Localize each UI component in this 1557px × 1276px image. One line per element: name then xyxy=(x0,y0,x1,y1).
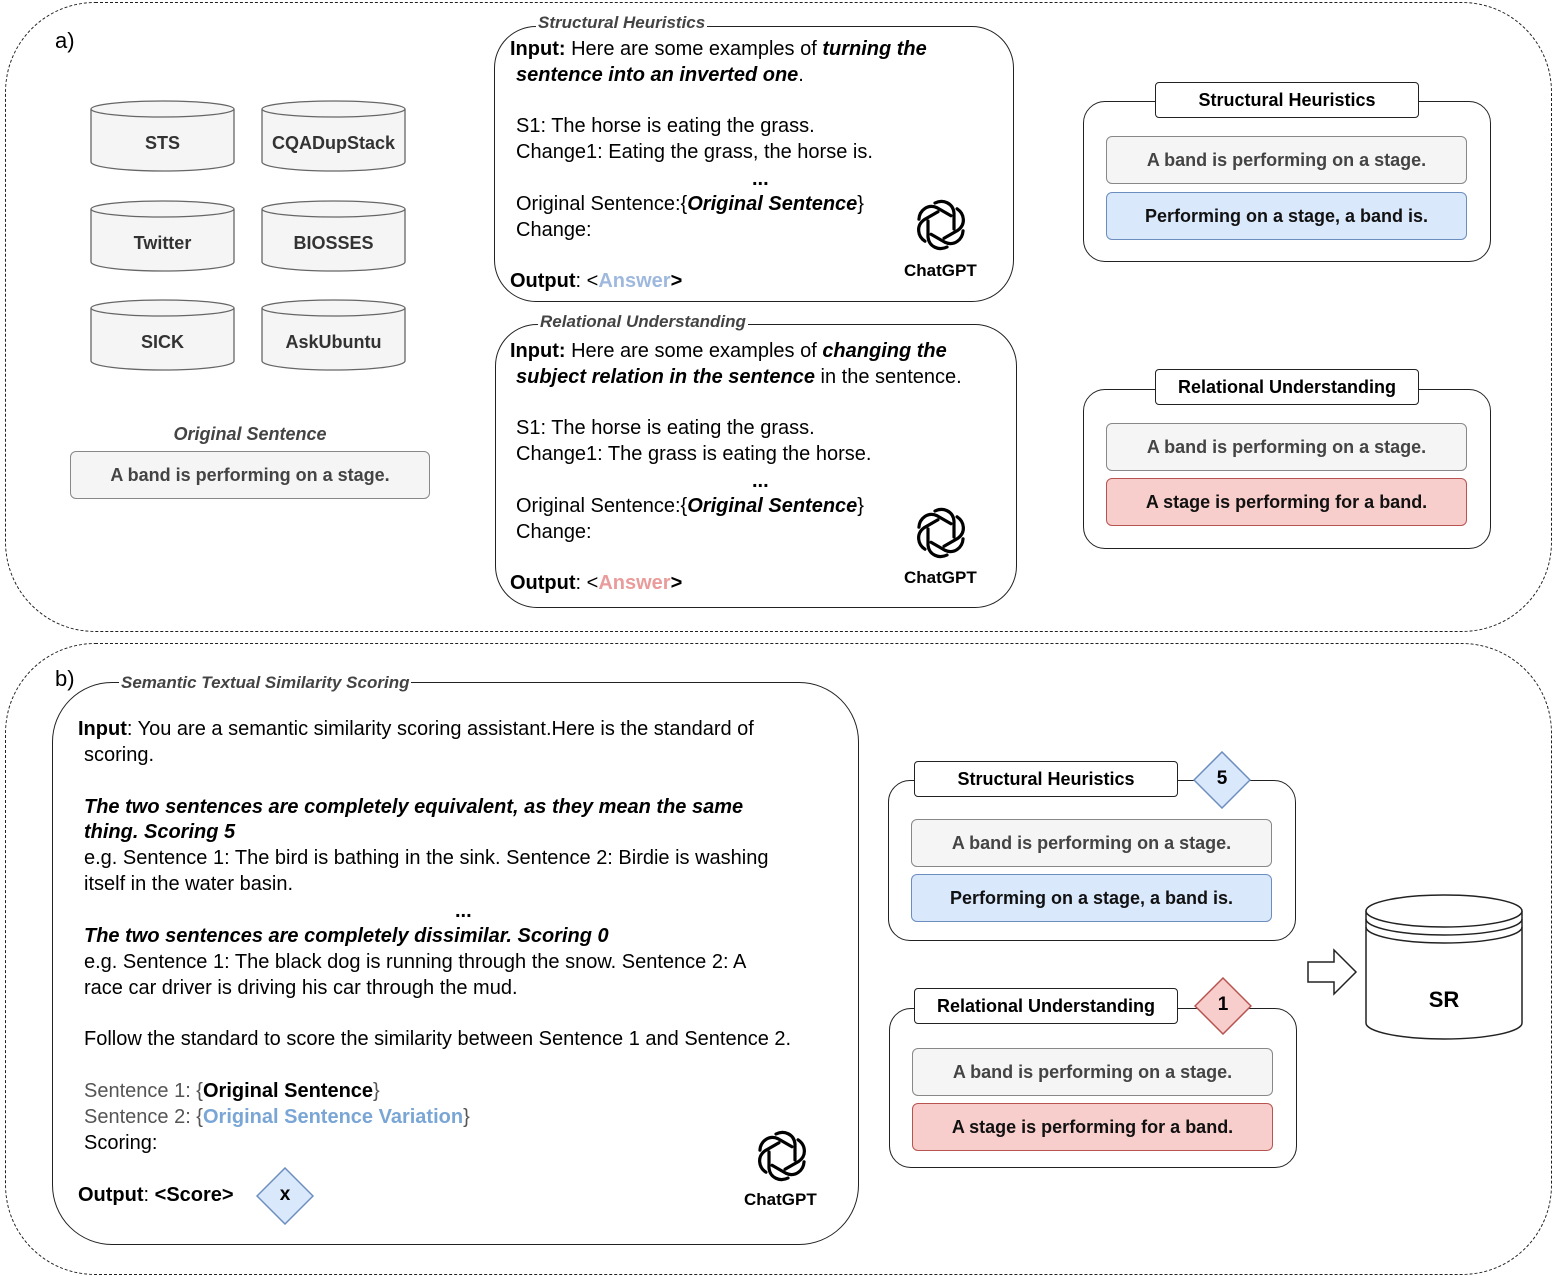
sts-example1-a: e.g. Sentence 1: The bird is bathing in … xyxy=(84,847,769,869)
relational-original: Original Sentence:{Original Sentence} xyxy=(516,495,864,517)
dataset-label: BIOSSES xyxy=(293,233,374,253)
sts-ellipsis: ... xyxy=(455,900,472,922)
sts-output: Output: <Score> xyxy=(78,1184,234,1206)
structural-scored-original: A band is performing on a stage. xyxy=(911,819,1272,867)
structural-scored-variant: Performing on a stage, a band is. xyxy=(911,874,1272,922)
sts-follow: Follow the standard to score the similar… xyxy=(84,1028,792,1050)
dataset-label: STS xyxy=(144,133,180,153)
sts-prompt-box xyxy=(52,682,859,1245)
structural-original: Original Sentence:{Original Sentence} xyxy=(516,193,864,215)
dataset-label: CQADupStack xyxy=(271,133,396,153)
chatgpt-logo-icon xyxy=(913,505,969,566)
relational-variant-sentence: A stage is performing for a band. xyxy=(1106,478,1467,526)
panel-a-label: a) xyxy=(55,28,75,53)
chatgpt-label: ChatGPT xyxy=(904,568,977,587)
relational-score-diamond: 1 xyxy=(1193,976,1253,1036)
dataset-label: SICK xyxy=(140,332,184,352)
structural-change: Change: xyxy=(516,219,592,241)
panel-a xyxy=(5,2,1552,632)
structural-input-line1: Input: Here are some examples of turning… xyxy=(510,38,927,60)
dataset-label: Twitter xyxy=(133,233,192,253)
structural-score-diamond: 5 xyxy=(1192,750,1252,810)
relational-input-line2: subject relation in the sentence in the … xyxy=(516,366,962,388)
structural-original-sentence: A band is performing on a stage. xyxy=(1106,136,1467,184)
structural-result-title: Structural Heuristics xyxy=(1155,82,1419,118)
structural-output: Output: <Answer> xyxy=(510,270,683,292)
relational-s1: S1: The horse is eating the grass. xyxy=(516,417,815,439)
dataset-label: AskUbuntu xyxy=(285,332,382,352)
dataset-cylinder: Twitter xyxy=(90,200,235,272)
score-x-diamond: x xyxy=(255,1166,315,1226)
dataset-cylinder: AskUbuntu xyxy=(261,299,406,371)
structural-input-line2: sentence into an inverted one. xyxy=(516,64,804,86)
sts-scoring: Scoring: xyxy=(84,1132,158,1154)
original-sentence-box: A band is performing on a stage. xyxy=(70,451,430,499)
relational-change1: Change1: The grass is eating the horse. xyxy=(516,443,872,465)
relational-ellipsis: ... xyxy=(752,470,769,492)
arrow-right-icon xyxy=(1306,948,1358,1001)
sts-input-line2: scoring. xyxy=(84,744,155,766)
sts-sentence1: Sentence 1: {Original Sentence} xyxy=(84,1080,380,1102)
relational-scored-variant: A stage is performing for a band. xyxy=(912,1103,1273,1151)
dataset-cylinder: SICK xyxy=(90,299,235,371)
dataset-cylinder: STS xyxy=(90,100,235,172)
relational-scored-title: Relational Understanding xyxy=(914,988,1178,1024)
relational-scored-original: A band is performing on a stage. xyxy=(912,1048,1273,1096)
relational-result-title: Relational Understanding xyxy=(1155,369,1419,405)
structural-scored-title: Structural Heuristics xyxy=(914,761,1178,797)
sts-standard1-b: thing. Scoring 5 xyxy=(84,821,236,843)
chatgpt-label: ChatGPT xyxy=(744,1190,817,1209)
dataset-cylinder: CQADupStack xyxy=(261,100,406,172)
sts-standard1-a: The two sentences are completely equival… xyxy=(84,796,744,818)
relational-prompt-box xyxy=(495,324,1017,608)
structural-prompt-box xyxy=(494,26,1014,302)
relational-original-sentence: A band is performing on a stage. xyxy=(1106,423,1467,471)
panel-b xyxy=(5,643,1552,1275)
structural-prompt-title: Structural Heuristics xyxy=(536,13,708,33)
sr-database: SR xyxy=(1364,893,1524,1043)
sts-example2-a: e.g. Sentence 1: The black dog is runnin… xyxy=(84,951,747,973)
sts-standard2: The two sentences are completely dissimi… xyxy=(84,925,609,947)
chatgpt-label: ChatGPT xyxy=(904,261,977,280)
sts-prompt-title: Semantic Textual Similarity Scoring xyxy=(119,673,412,693)
structural-change1: Change1: Eating the grass, the horse is. xyxy=(516,141,873,163)
relational-change: Change: xyxy=(516,521,592,543)
dataset-cylinder: BIOSSES xyxy=(261,200,406,272)
sts-example2-b: race car driver is driving his car throu… xyxy=(84,977,518,999)
relational-input-line1: Input: Here are some examples of changin… xyxy=(510,340,947,362)
chatgpt-logo-icon xyxy=(754,1128,810,1189)
structural-s1: S1: The horse is eating the grass. xyxy=(516,115,815,137)
relational-output: Output: <Answer> xyxy=(510,572,683,594)
structural-ellipsis: ... xyxy=(752,168,769,190)
panel-b-label: b) xyxy=(55,666,75,691)
structural-variant-sentence: Performing on a stage, a band is. xyxy=(1106,192,1467,240)
sr-label: SR xyxy=(1428,987,1460,1012)
original-sentence-title: Original Sentence xyxy=(173,424,327,444)
sts-input-line1: Input: You are a semantic similarity sco… xyxy=(78,718,754,740)
sts-sentence2: Sentence 2: {Original Sentence Variation… xyxy=(84,1106,470,1128)
relational-prompt-title: Relational Understanding xyxy=(538,312,748,332)
chatgpt-logo-icon xyxy=(913,197,969,258)
sts-example1-b: itself in the water basin. xyxy=(84,873,293,895)
